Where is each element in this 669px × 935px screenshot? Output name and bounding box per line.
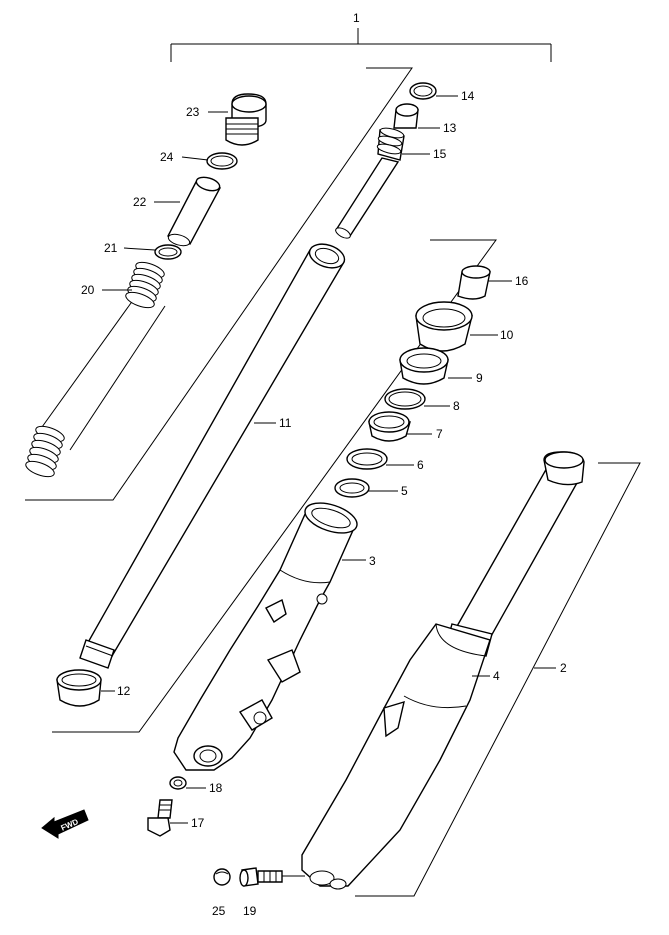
part-bushing-6 — [346, 448, 388, 470]
callout-19: 19 — [243, 904, 257, 918]
group-frame-inner-tube — [52, 239, 497, 733]
callout-25: 25 — [212, 904, 226, 918]
callout-5: 5 — [401, 484, 408, 498]
callout-16: 16 — [515, 274, 529, 288]
callout-2: 2 — [560, 661, 567, 675]
part-bolt-19 — [239, 867, 283, 887]
forward-arrow-icon: FWD — [41, 809, 89, 839]
part-washer-21 — [154, 244, 182, 260]
part-oil-seal — [399, 347, 449, 385]
callout-1: 1 — [353, 11, 360, 25]
callout-labels: 1 2 3 4 5 6 7 8 9 10 11 12 13 14 15 16 1… — [81, 11, 567, 918]
part-bushing-12 — [56, 669, 102, 707]
callout-21: 21 — [104, 241, 118, 255]
callout-13: 13 — [443, 121, 457, 135]
part-spacer-tube — [167, 176, 222, 247]
part-dust-seal — [415, 301, 473, 352]
callout-3: 3 — [369, 554, 376, 568]
callout-15: 15 — [433, 147, 447, 161]
group-frame-outer-tube — [355, 462, 641, 897]
group-frame-inner-cartridge — [25, 67, 413, 501]
callout-9: 9 — [476, 371, 483, 385]
callout-23: 23 — [186, 105, 200, 119]
part-circlip-8 — [384, 388, 426, 410]
part-outer-tube-right — [301, 451, 585, 890]
callout-17: 17 — [191, 816, 205, 830]
callout-12: 12 — [117, 684, 131, 698]
part-cap-bolt — [225, 93, 267, 146]
assembly-bracket-1 — [170, 28, 552, 62]
part-damper-rod — [334, 127, 405, 239]
part-bolt-17 — [147, 799, 173, 837]
callout-14: 14 — [461, 89, 475, 103]
callout-6: 6 — [417, 458, 424, 472]
part-outer-tube-left — [173, 502, 358, 771]
callout-24: 24 — [160, 150, 174, 164]
part-bushing-16 — [457, 265, 491, 300]
part-fork-spring — [25, 261, 166, 478]
leader-lines — [101, 95, 556, 877]
part-o-ring-24 — [206, 152, 238, 170]
part-cap-25 — [213, 868, 231, 886]
part-inner-tube — [79, 243, 346, 669]
callout-8: 8 — [453, 399, 460, 413]
part-washer-7 — [368, 411, 411, 442]
callout-20: 20 — [81, 283, 95, 297]
callout-22: 22 — [133, 195, 147, 209]
callout-11: 11 — [279, 416, 292, 430]
callout-4: 4 — [493, 669, 500, 683]
callout-18: 18 — [209, 781, 223, 795]
callout-7: 7 — [436, 427, 443, 441]
part-ring-5 — [334, 478, 370, 498]
callout-10: 10 — [500, 328, 514, 342]
part-collar-13 — [393, 103, 419, 129]
part-gasket-18 — [169, 776, 187, 790]
part-ring-14 — [409, 82, 437, 100]
